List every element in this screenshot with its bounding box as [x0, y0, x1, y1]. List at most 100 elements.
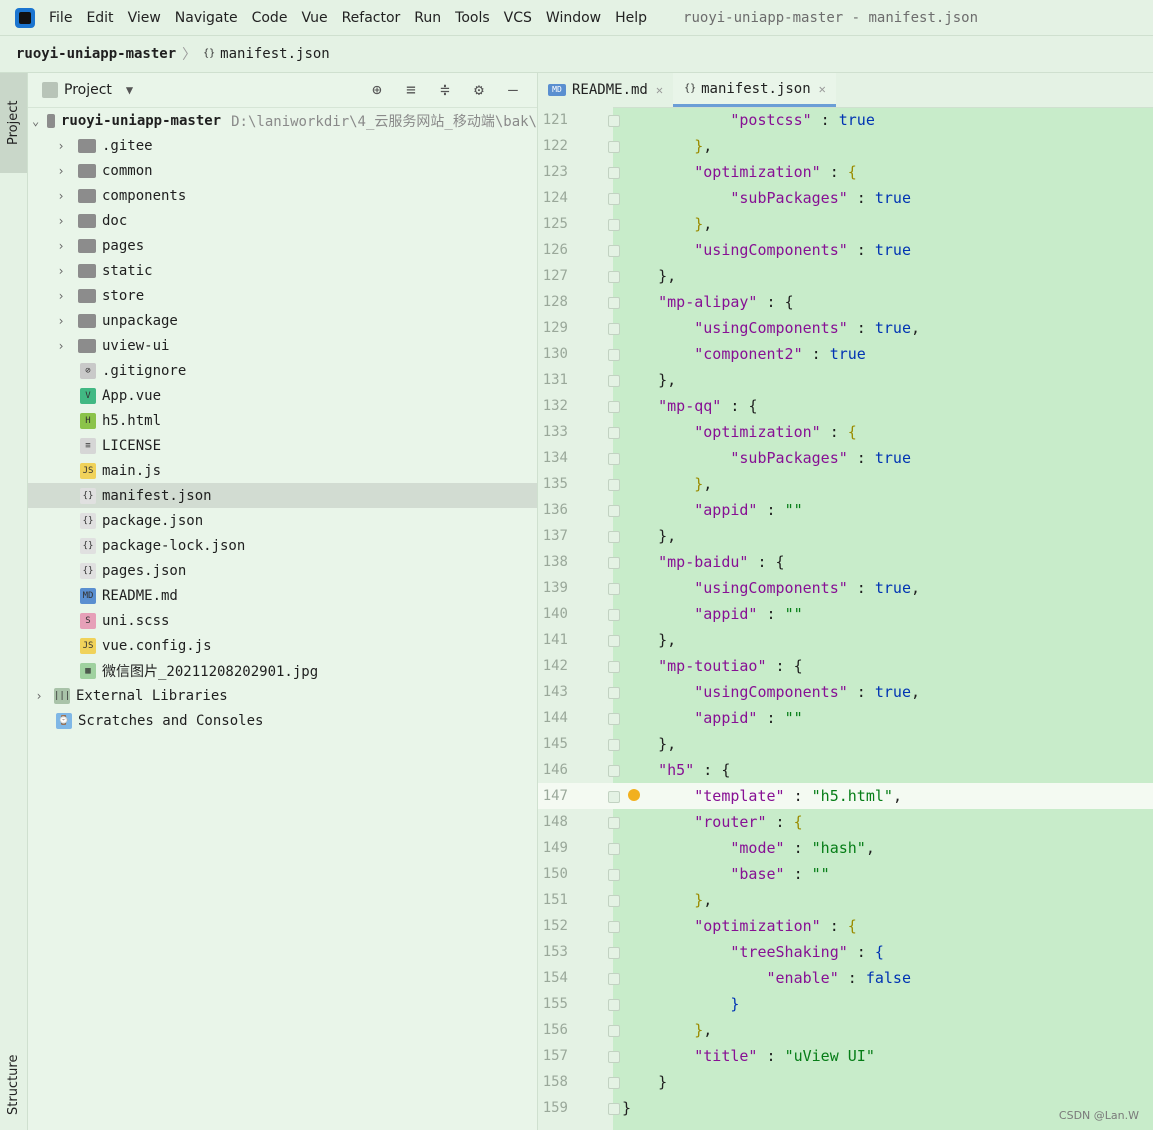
code-line[interactable]: 148 "router" : {: [538, 809, 1153, 835]
tab-manifest[interactable]: {} manifest.json ✕: [673, 73, 836, 107]
fold-marker-icon[interactable]: [608, 505, 620, 517]
chevron-right-icon[interactable]: ›: [57, 288, 65, 303]
code-line[interactable]: 126 "usingComponents" : true: [538, 237, 1153, 263]
code-line[interactable]: 156 },: [538, 1017, 1153, 1043]
fold-marker-icon[interactable]: [608, 583, 620, 595]
tree-item[interactable]: {}manifest.json: [28, 483, 537, 508]
fold-marker-icon[interactable]: [608, 791, 620, 803]
menu-navigate[interactable]: Navigate: [174, 9, 238, 26]
fold-marker-icon[interactable]: [608, 349, 620, 361]
expand-all-icon[interactable]: ≡: [406, 80, 416, 99]
code-line[interactable]: 151 },: [538, 887, 1153, 913]
code-line[interactable]: 135 },: [538, 471, 1153, 497]
fold-marker-icon[interactable]: [608, 739, 620, 751]
fold-marker-icon[interactable]: [608, 947, 620, 959]
code-line[interactable]: 136 "appid" : "": [538, 497, 1153, 523]
code-line[interactable]: 122 },: [538, 133, 1153, 159]
fold-marker-icon[interactable]: [608, 1103, 620, 1115]
tree-item[interactable]: {}package-lock.json: [28, 533, 537, 558]
code-line[interactable]: 159}: [538, 1095, 1153, 1121]
fold-marker-icon[interactable]: [608, 817, 620, 829]
tree-item[interactable]: ›.gitee: [28, 133, 537, 158]
collapse-all-icon[interactable]: ≑: [440, 80, 450, 99]
code-line[interactable]: 121 "postcss" : true: [538, 107, 1153, 133]
menu-help[interactable]: Help: [615, 9, 648, 26]
tree-item[interactable]: ›common: [28, 158, 537, 183]
code-line[interactable]: 145 },: [538, 731, 1153, 757]
minimize-icon[interactable]: —: [508, 80, 518, 99]
tree-item[interactable]: {}pages.json: [28, 558, 537, 583]
code-line[interactable]: 146 "h5" : {: [538, 757, 1153, 783]
fold-marker-icon[interactable]: [608, 1051, 620, 1063]
fold-marker-icon[interactable]: [608, 193, 620, 205]
lightbulb-icon[interactable]: [628, 789, 640, 801]
code-line[interactable]: 152 "optimization" : {: [538, 913, 1153, 939]
code-line[interactable]: 129 "usingComponents" : true,: [538, 315, 1153, 341]
tree-item[interactable]: ≡LICENSE: [28, 433, 537, 458]
code-line[interactable]: 137 },: [538, 523, 1153, 549]
code-line[interactable]: 127 },: [538, 263, 1153, 289]
tree-item[interactable]: ›uview-ui: [28, 333, 537, 358]
fold-marker-icon[interactable]: [608, 115, 620, 127]
chevron-right-icon[interactable]: ›: [57, 213, 65, 228]
menu-file[interactable]: File: [49, 9, 73, 26]
chevron-right-icon[interactable]: ›: [57, 188, 65, 203]
code-line[interactable]: 123 "optimization" : {: [538, 159, 1153, 185]
menu-tools[interactable]: Tools: [455, 9, 490, 26]
breadcrumb-project[interactable]: ruoyi-uniapp-master: [16, 46, 177, 62]
tree-root[interactable]: ⌄ ruoyi-uniapp-master D:\laniworkdir\4_云…: [28, 108, 537, 133]
fold-marker-icon[interactable]: [608, 479, 620, 491]
code-line[interactable]: 154 "enable" : false: [538, 965, 1153, 991]
tree-item[interactable]: ›static: [28, 258, 537, 283]
code-line[interactable]: 130 "component2" : true: [538, 341, 1153, 367]
tree-item[interactable]: ›doc: [28, 208, 537, 233]
fold-marker-icon[interactable]: [608, 245, 620, 257]
fold-marker-icon[interactable]: [608, 921, 620, 933]
fold-marker-icon[interactable]: [608, 661, 620, 673]
fold-marker-icon[interactable]: [608, 557, 620, 569]
tree-item[interactable]: ›components: [28, 183, 537, 208]
code-line[interactable]: 138 "mp-baidu" : {: [538, 549, 1153, 575]
code-line[interactable]: 147 "template" : "h5.html",: [538, 783, 1153, 809]
fold-marker-icon[interactable]: [608, 141, 620, 153]
menu-run[interactable]: Run: [414, 9, 442, 26]
fold-marker-icon[interactable]: [608, 323, 620, 335]
code-line[interactable]: 141 },: [538, 627, 1153, 653]
fold-marker-icon[interactable]: [608, 167, 620, 179]
menu-code[interactable]: Code: [251, 9, 288, 26]
tab-readme[interactable]: MD README.md ✕: [538, 73, 673, 107]
fold-marker-icon[interactable]: [608, 1025, 620, 1037]
chevron-right-icon[interactable]: ›: [57, 263, 65, 278]
tree-item-scratches[interactable]: ⌚Scratches and Consoles: [28, 708, 537, 733]
code-line[interactable]: 139 "usingComponents" : true,: [538, 575, 1153, 601]
fold-marker-icon[interactable]: [608, 843, 620, 855]
chevron-right-icon[interactable]: ›: [35, 688, 43, 703]
code-line[interactable]: 140 "appid" : "": [538, 601, 1153, 627]
fold-marker-icon[interactable]: [608, 375, 620, 387]
fold-marker-icon[interactable]: [608, 895, 620, 907]
fold-marker-icon[interactable]: [608, 427, 620, 439]
breadcrumb-file[interactable]: manifest.json: [220, 46, 330, 62]
menu-view[interactable]: View: [127, 9, 161, 26]
fold-marker-icon[interactable]: [608, 635, 620, 647]
tree-item[interactable]: ›unpackage: [28, 308, 537, 333]
fold-marker-icon[interactable]: [608, 973, 620, 985]
code-line[interactable]: 158 }: [538, 1069, 1153, 1095]
menu-vcs[interactable]: VCS: [503, 9, 532, 26]
code-line[interactable]: 142 "mp-toutiao" : {: [538, 653, 1153, 679]
code-line[interactable]: 157 "title" : "uView UI": [538, 1043, 1153, 1069]
fold-marker-icon[interactable]: [608, 401, 620, 413]
fold-marker-icon[interactable]: [608, 453, 620, 465]
structure-tool-tab[interactable]: Structure: [6, 1054, 21, 1116]
code-line[interactable]: 155 }: [538, 991, 1153, 1017]
tree-item-external-libraries[interactable]: ›|||External Libraries: [28, 683, 537, 708]
chevron-right-icon[interactable]: ›: [57, 163, 65, 178]
code-line[interactable]: 134 "subPackages" : true: [538, 445, 1153, 471]
fold-marker-icon[interactable]: [608, 219, 620, 231]
menu-vue[interactable]: Vue: [301, 9, 328, 26]
tree-item[interactable]: ⊘.gitignore: [28, 358, 537, 383]
